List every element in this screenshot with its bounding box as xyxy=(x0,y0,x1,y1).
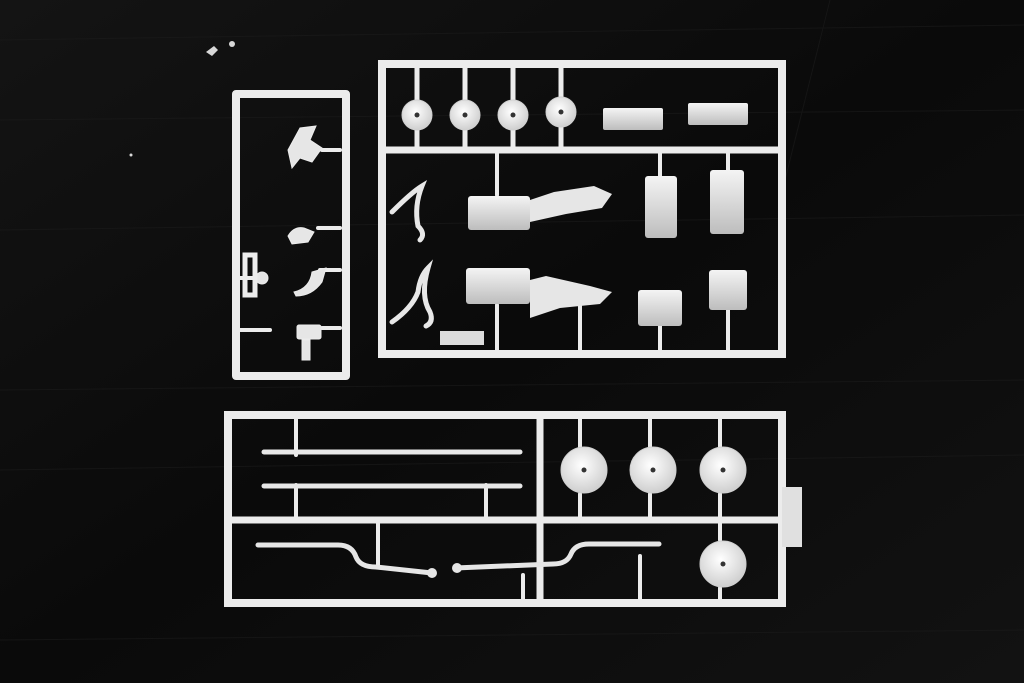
engine-block-2 xyxy=(466,268,612,318)
exhaust-pipes xyxy=(389,180,434,329)
chassis-wheels xyxy=(560,446,747,588)
small-sprue xyxy=(232,90,350,380)
arm-part xyxy=(287,125,323,170)
engine-wheels xyxy=(401,96,577,131)
engine-small-parts xyxy=(440,170,747,345)
small-sprue-parts xyxy=(242,125,327,361)
engine-top-panels xyxy=(603,103,748,130)
drive-shafts xyxy=(255,541,662,576)
axle-rods xyxy=(261,449,523,489)
sprue-tab xyxy=(782,487,802,547)
engine-block-1 xyxy=(468,186,612,230)
plastic-debris xyxy=(129,41,235,157)
bracket-part xyxy=(296,324,322,340)
engine-sprue xyxy=(378,60,786,358)
arm-part-2 xyxy=(287,227,315,245)
arm-part-3 xyxy=(293,267,327,297)
knob-part xyxy=(255,271,269,285)
shaft-ends xyxy=(427,563,462,578)
